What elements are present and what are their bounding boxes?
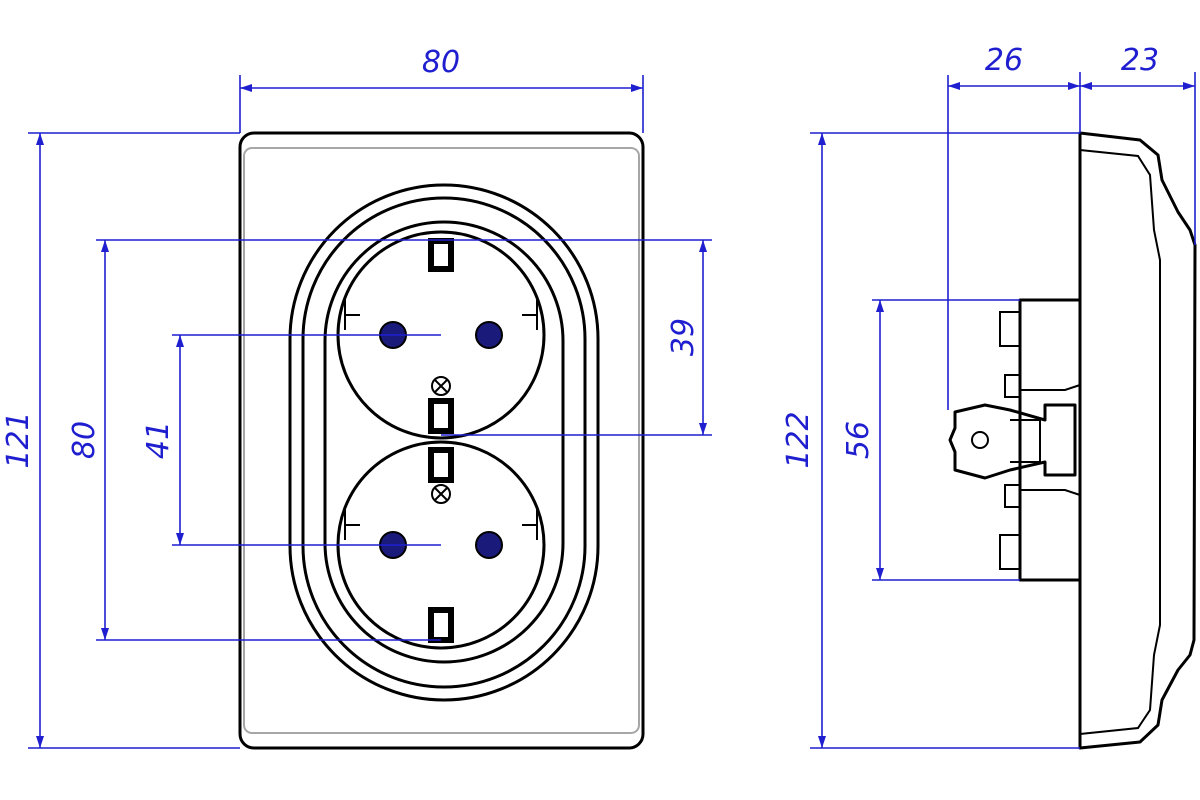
terminal-4 <box>999 534 1021 570</box>
front-dimensions: 80 121 80 41 39 <box>1 45 712 749</box>
mount-height-label: 56 <box>841 421 876 459</box>
upper-earth-clip-bottom-hole <box>434 404 448 428</box>
socket-recess <box>323 220 565 664</box>
lower-earth-clip-top-hole <box>434 453 448 477</box>
upper-pin-right <box>475 321 503 349</box>
depth-extension-lines <box>947 72 1196 410</box>
socket-span-label: 80 <box>67 421 102 459</box>
terminal-1 <box>999 311 1021 347</box>
side-height-extension-lines <box>810 132 1080 749</box>
side-mounting-claw <box>948 403 1077 480</box>
front-width-label: 80 <box>422 45 460 80</box>
side-dimensions: 122 56 26 23 <box>781 43 1196 749</box>
lower-socket-earth-notches <box>344 510 538 540</box>
front-width-extension-lines <box>239 75 644 133</box>
depth-mechanism-label: 26 <box>985 43 1023 78</box>
socket-span-extension-lines <box>96 239 441 641</box>
socket-pitch-label: 39 <box>666 318 701 356</box>
side-mechanism-body <box>1018 298 1082 582</box>
terminal-2 <box>1004 374 1021 398</box>
claw-clamp <box>1010 419 1041 463</box>
side-view <box>948 131 1197 750</box>
front-height-extension-lines <box>28 132 240 749</box>
front-view <box>238 131 645 750</box>
side-frame-inner-line <box>1079 149 1161 735</box>
side-frame-profile <box>1078 131 1197 750</box>
mount-height-extension-lines <box>872 299 1020 581</box>
pin-spacing-label: 41 <box>141 421 176 459</box>
socket-surround-inner <box>301 196 587 689</box>
terminal-3 <box>1004 484 1021 508</box>
upper-earth-clip-top-hole <box>434 244 448 266</box>
claw-screw-icon <box>971 431 989 449</box>
pin-spacing-extension-lines <box>172 334 441 546</box>
side-mechanism-outline <box>1020 384 1081 496</box>
socket-surround-outer <box>288 183 600 702</box>
depth-frame-label: 23 <box>1121 43 1159 78</box>
lower-earth-clip-bottom-hole <box>434 613 448 637</box>
lower-pin-right <box>475 531 503 559</box>
front-height-label: 121 <box>1 411 36 468</box>
frame-inner-bevel <box>243 147 640 734</box>
side-height-label: 122 <box>781 411 816 468</box>
screw-lower-icon <box>431 484 451 504</box>
screw-upper-icon <box>431 376 451 396</box>
socket-pitch-extension-lines <box>441 239 712 436</box>
upper-socket-earth-notches <box>344 300 538 330</box>
frame-outer <box>238 131 645 750</box>
